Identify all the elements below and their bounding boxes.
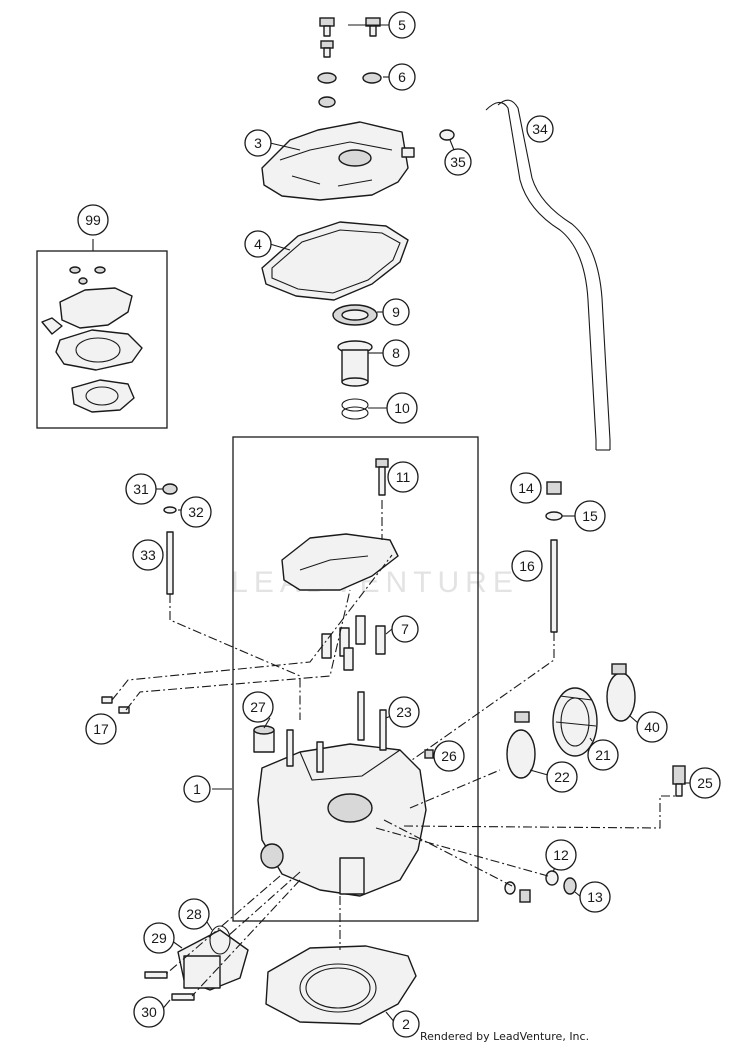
cylinder-head-frame <box>232 436 479 922</box>
callout-25: 25 <box>689 767 721 799</box>
spark-plug-shaft <box>337 340 373 387</box>
svg-text:6: 6 <box>398 69 406 85</box>
hose-clamp-small <box>439 129 455 141</box>
callout-21: 21 <box>587 739 619 771</box>
gasket-kit <box>41 266 143 413</box>
svg-text:31: 31 <box>133 481 149 497</box>
leader-lines <box>92 24 690 1025</box>
callout-35: 35 <box>444 148 472 176</box>
callout-32: 32 <box>180 496 212 528</box>
callout-31: 31 <box>125 473 157 505</box>
callout-29: 29 <box>143 922 175 954</box>
callout-12: 12 <box>545 839 577 871</box>
callout-16: 16 <box>511 550 543 582</box>
svg-text:1: 1 <box>193 781 201 797</box>
svg-text:12: 12 <box>553 847 569 863</box>
valve-cover <box>261 121 415 201</box>
svg-text:29: 29 <box>151 930 167 946</box>
svg-text:28: 28 <box>186 906 202 922</box>
callout-4: 4 <box>244 230 272 258</box>
o-rings <box>341 398 369 420</box>
sealing-washers <box>317 72 382 108</box>
callout-22: 22 <box>546 761 578 793</box>
callout-40: 40 <box>636 711 668 743</box>
cover-screws <box>319 17 381 58</box>
svg-text:10: 10 <box>394 400 410 416</box>
valve-lifters <box>321 615 386 671</box>
callout-28: 28 <box>178 898 210 930</box>
callout-5: 5 <box>388 11 416 39</box>
svg-text:3: 3 <box>254 135 262 151</box>
svg-text:21: 21 <box>595 747 611 763</box>
svg-text:32: 32 <box>188 504 204 520</box>
svg-text:35: 35 <box>450 154 466 170</box>
svg-text:4: 4 <box>254 236 262 252</box>
callout-99: 99 <box>77 204 109 236</box>
callout-27: 27 <box>242 691 274 723</box>
exhaust-flange <box>177 925 249 991</box>
plug-13 <box>563 877 577 895</box>
svg-text:8: 8 <box>392 345 400 361</box>
temperature-sensor <box>672 765 686 797</box>
breather-hose <box>485 101 597 450</box>
svg-text:16: 16 <box>519 558 535 574</box>
callout-17: 17 <box>85 713 117 745</box>
callout-23: 23 <box>388 696 420 728</box>
callout-34: 34 <box>526 115 554 143</box>
callout-10: 10 <box>386 392 418 424</box>
callout-15: 15 <box>574 500 606 532</box>
callout-9: 9 <box>382 298 410 326</box>
svg-text:40: 40 <box>644 719 660 735</box>
svg-text:22: 22 <box>554 769 570 785</box>
svg-text:30: 30 <box>141 1004 157 1020</box>
svg-text:9: 9 <box>392 304 400 320</box>
callout-7: 7 <box>391 615 419 643</box>
callout-3: 3 <box>244 129 272 157</box>
callout-11: 11 <box>387 461 419 493</box>
svg-text:33: 33 <box>140 547 156 563</box>
svg-text:34: 34 <box>532 121 548 137</box>
callout-14: 14 <box>510 472 542 504</box>
stud-right <box>545 481 563 633</box>
plug-screw <box>424 749 434 759</box>
cover-gasket <box>261 221 409 301</box>
bolt-side <box>504 881 531 903</box>
svg-text:2: 2 <box>402 1016 410 1032</box>
gasket-kit-frame <box>36 250 168 429</box>
sealing-ring-12 <box>545 870 559 886</box>
callout-30: 30 <box>133 996 165 1028</box>
callout-6: 6 <box>388 63 416 91</box>
callout-1: 1 <box>183 775 211 803</box>
small-screws <box>101 696 130 714</box>
callout-26: 26 <box>433 740 465 772</box>
flange-screws <box>144 971 195 1001</box>
callout-2: 2 <box>392 1010 420 1038</box>
render-credit: Rendered by LeadVenture, Inc. <box>420 1030 590 1043</box>
callout-33: 33 <box>132 539 164 571</box>
svg-text:15: 15 <box>582 508 598 524</box>
bolt-long <box>375 458 389 496</box>
head-gasket <box>265 945 417 1025</box>
callout-8: 8 <box>382 339 410 367</box>
intake-rubber <box>552 687 598 757</box>
svg-text:5: 5 <box>398 17 406 33</box>
svg-text:99: 99 <box>85 212 101 228</box>
svg-text:7: 7 <box>401 621 409 637</box>
svg-text:14: 14 <box>518 480 534 496</box>
cylinder-head <box>257 691 427 897</box>
svg-text:11: 11 <box>396 469 411 485</box>
svg-text:17: 17 <box>93 721 109 737</box>
stud-left <box>162 483 178 595</box>
hose-clamp-40 <box>606 672 636 722</box>
svg-text:25: 25 <box>697 775 713 791</box>
svg-text:26: 26 <box>441 748 457 764</box>
svg-text:27: 27 <box>250 699 266 715</box>
svg-text:13: 13 <box>587 889 603 905</box>
hose-clamp-22 <box>506 729 536 779</box>
svg-text:23: 23 <box>396 704 412 720</box>
camshaft-bridge <box>281 533 399 591</box>
callout-13: 13 <box>579 881 611 913</box>
